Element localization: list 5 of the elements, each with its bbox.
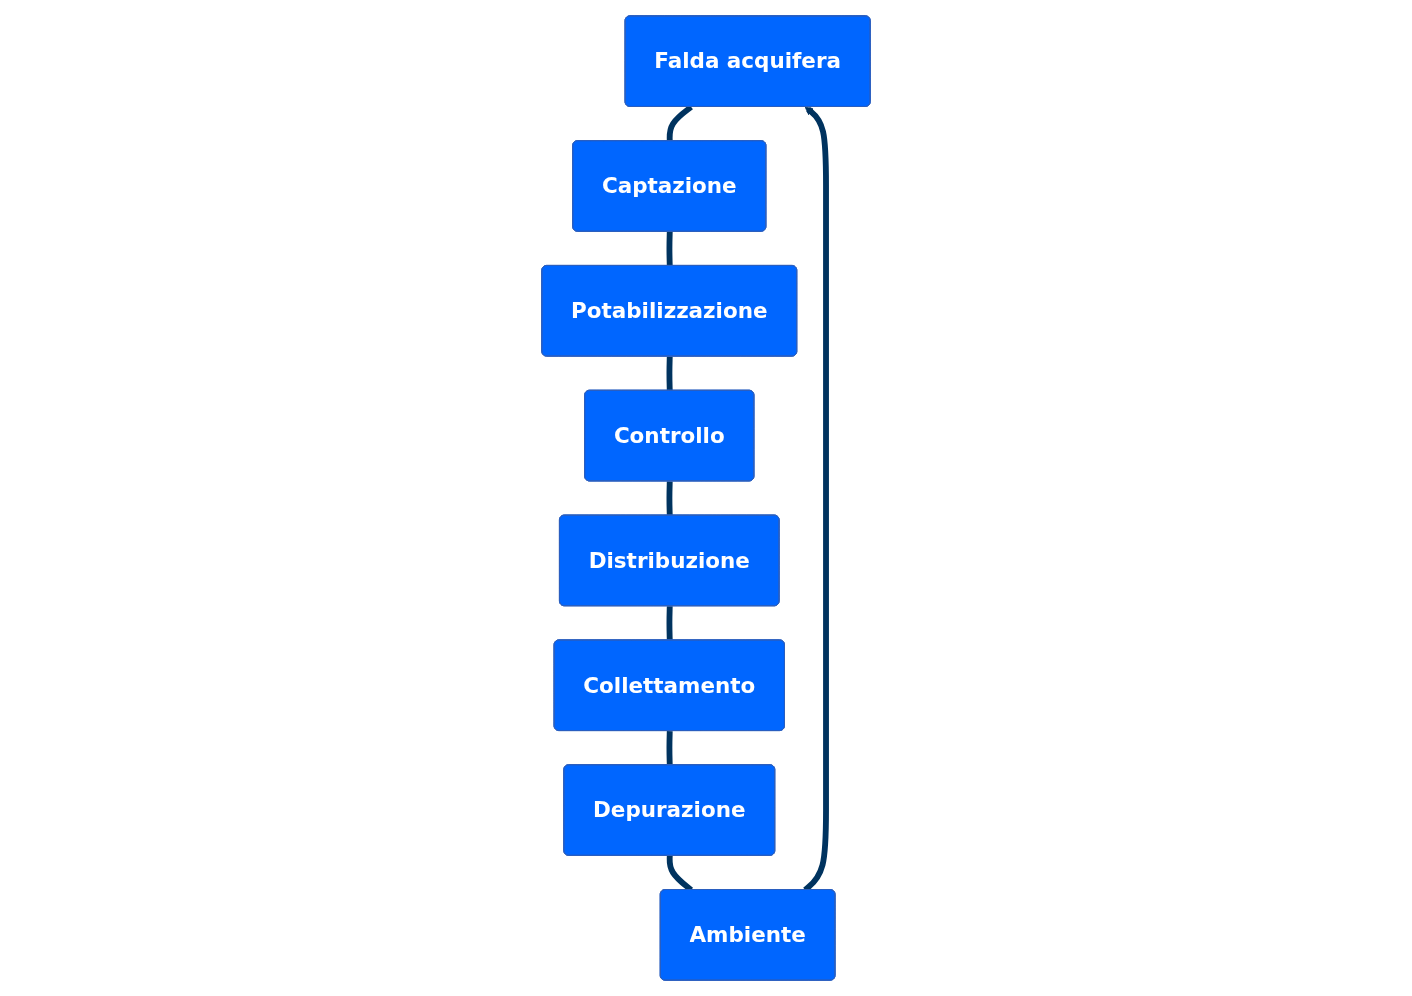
connector — [666, 356, 673, 391]
connector — [666, 481, 673, 516]
connector — [666, 231, 673, 266]
connector — [666, 730, 673, 766]
connector — [666, 606, 673, 641]
